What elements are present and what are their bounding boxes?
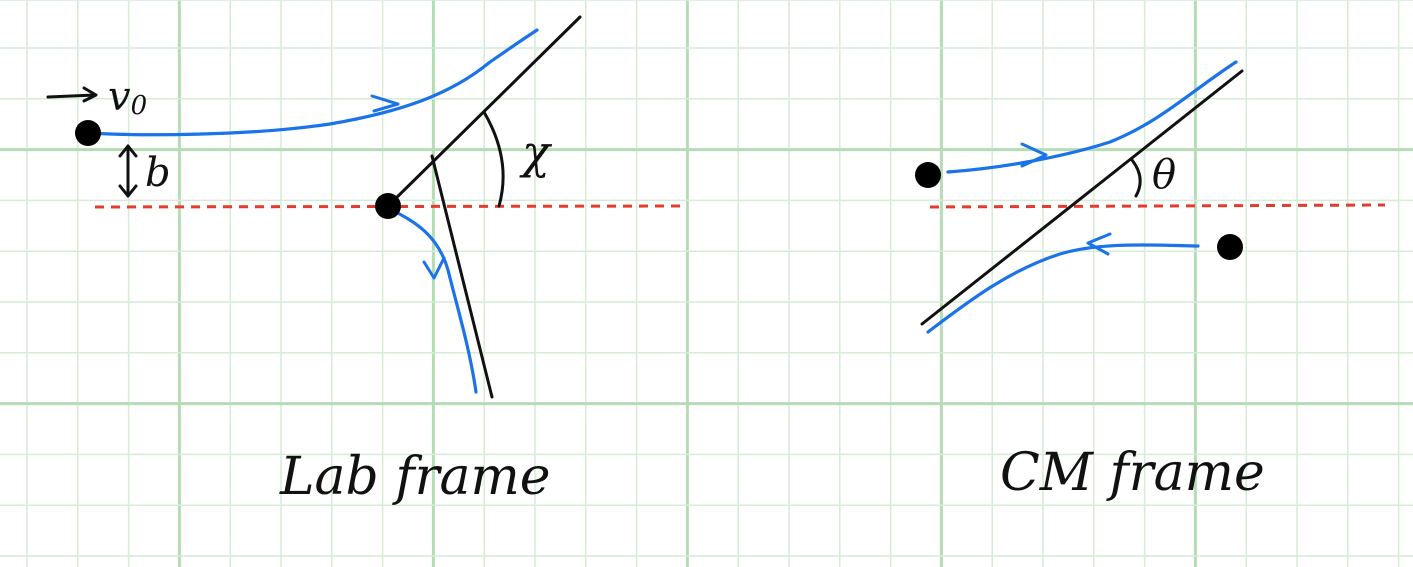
- lab-recoil-direction-line: [430, 154, 494, 399]
- lab-incident-particle: [75, 120, 101, 146]
- chi-label: χ: [519, 125, 553, 179]
- cm-frame-diagram: θ CM frame: [915, 60, 1386, 503]
- v0-label: v0: [108, 74, 147, 121]
- lab-recoil-arrowhead: [422, 256, 446, 280]
- lab-incident-arrowhead: [370, 94, 400, 113]
- cm-theta-arc: [1130, 158, 1142, 198]
- lab-target-particle: [375, 193, 401, 219]
- cm-lower-arrowhead: [1086, 232, 1112, 256]
- cm-upper-trajectory: [946, 60, 1238, 174]
- cm-frame-caption: CM frame: [1000, 443, 1265, 503]
- velocity-arrow-icon: [46, 86, 98, 103]
- lab-recoil-trajectory: [390, 208, 478, 394]
- lab-incident-trajectory: [86, 28, 539, 137]
- cm-particle-1: [915, 162, 941, 188]
- cm-scattering-direction-line: [920, 69, 1244, 326]
- lab-frame-diagram: v0 b χ Lab frame: [46, 15, 683, 507]
- lab-chi-arc: [482, 110, 505, 208]
- cm-particle-2: [1217, 234, 1243, 260]
- lab-frame-caption: Lab frame: [279, 447, 551, 507]
- impact-parameter-label: b: [145, 150, 171, 196]
- impact-parameter-arrow-icon: [118, 144, 138, 198]
- cm-upper-arrowhead: [1020, 142, 1048, 168]
- theta-label: θ: [1152, 152, 1176, 198]
- cm-axis-dashed: [929, 203, 1386, 209]
- cm-lower-trajectory: [926, 243, 1200, 334]
